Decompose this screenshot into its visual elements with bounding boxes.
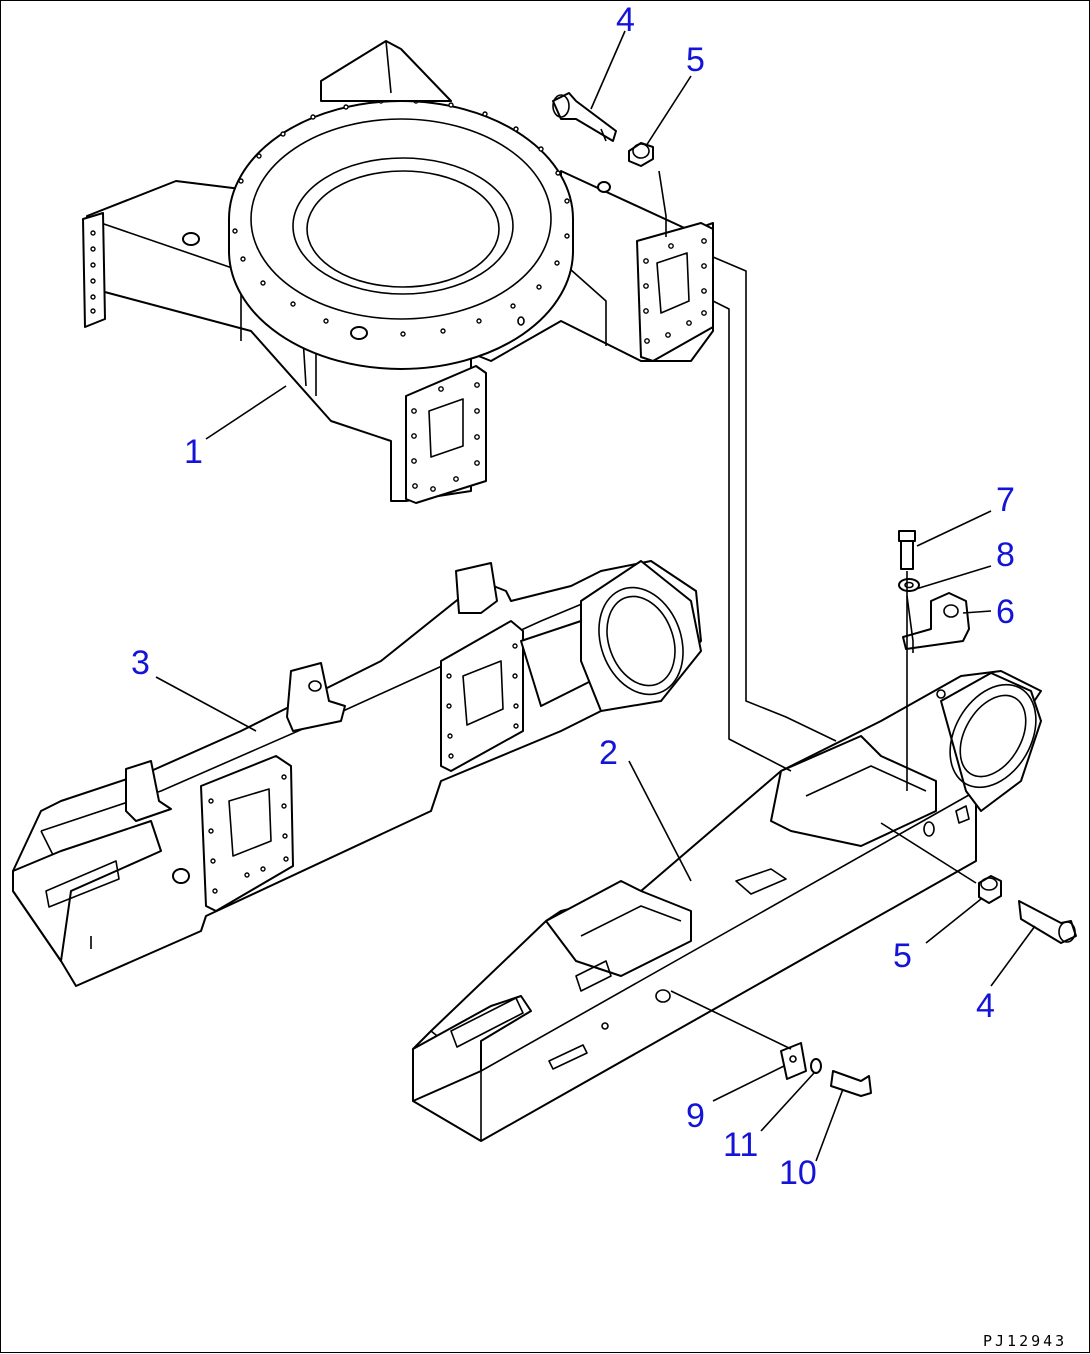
callout-4-pin-lower: 4: [976, 987, 995, 1025]
washer-11-part: [810, 1058, 822, 1074]
bushing-upper-part: [628, 142, 654, 167]
callout-11-washer: 11: [723, 1126, 758, 1164]
callout-2-track-frame-right: 2: [599, 734, 618, 772]
callout-6-bracket: 6: [996, 593, 1015, 631]
bolt-7-part: [898, 530, 916, 570]
pin-lower-part: [1018, 900, 1077, 944]
callout-9-plate: 9: [686, 1097, 705, 1135]
callout-3-track-frame-left: 3: [131, 644, 150, 682]
figure-code: PJ12943: [983, 1332, 1067, 1350]
assembly-guide-lines: [658, 170, 977, 1050]
callout-1-track-frame-center: 1: [184, 433, 203, 471]
bushing-lower-part: [978, 875, 1002, 904]
right-track-frame-part: [412, 670, 1042, 1142]
left-track-frame-part: [12, 560, 702, 987]
callout-10-bolt: 10: [779, 1154, 817, 1192]
bracket-6-part: [902, 592, 970, 650]
callout-labels: 1 2 3 4 5 6 7 8 5 4 9 11 10: [131, 1, 1015, 1192]
callout-5-bushing-upper: 5: [686, 41, 705, 79]
plate-9-part: [780, 1042, 807, 1080]
pin-upper-part: [552, 92, 617, 142]
washer-8-part: [898, 578, 920, 592]
center-frame-part: [82, 40, 714, 504]
callout-5-bushing-lower: 5: [893, 937, 912, 975]
bolt-10-part: [830, 1070, 872, 1097]
leader-lines: [155, 30, 1036, 1162]
callout-4-pin-upper: 4: [616, 1, 635, 39]
callout-8-washer: 8: [996, 536, 1015, 574]
callout-7-bolt: 7: [996, 481, 1015, 519]
